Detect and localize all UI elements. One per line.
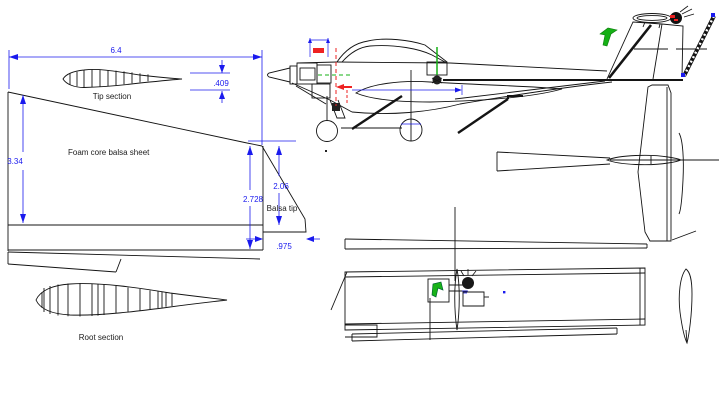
elevator-plan: [637, 84, 697, 242]
motor-icon: [460, 269, 477, 294]
root-chord-dimension-value: 3.34: [7, 157, 23, 166]
root-section-label: Root section: [79, 333, 123, 342]
reference-dot: [503, 291, 506, 294]
wing-plan-view: [7, 69, 307, 317]
fin-airfoil-section: [678, 268, 693, 345]
fin-and-rudder: [606, 21, 707, 80]
balsa-tip-label: Balsa tip: [267, 204, 298, 213]
foam-core-label: Foam core balsa sheet: [68, 148, 150, 157]
wing-planform-outline: [7, 91, 307, 251]
main-wheel: [399, 70, 423, 142]
motor-box: [296, 62, 332, 85]
trailing-edge-sticks: [7, 251, 261, 273]
balsa-tip-width-dimension: [246, 236, 320, 242]
chord-reference-line: [352, 85, 463, 95]
cg-marker: [336, 84, 352, 104]
propeller: [632, 5, 695, 29]
wing-side-section: [355, 81, 563, 103]
span-dimension-value: 6.4: [110, 46, 122, 55]
balsa-tip-height-dimension-value: 2.06: [273, 182, 289, 191]
nose-height-dimension: [308, 38, 330, 57]
wing-plan-dimensions: [8, 50, 320, 249]
servo-box: [427, 278, 470, 303]
nose-wheel: [316, 96, 340, 152]
tip-thickness-dimension: [190, 60, 230, 103]
tip-chord-dimension: [247, 146, 253, 249]
fuselage-plan: [330, 207, 646, 340]
balsa-tip-height-dimension: [248, 140, 296, 225]
rear-gear-strut: [457, 95, 523, 134]
balsa-strip-bottom: [351, 327, 618, 342]
tip-airfoil-section: [62, 69, 183, 88]
fuselage-side-view: [267, 5, 716, 152]
rotation-arrow-icon: [599, 27, 618, 47]
wing-servo: [426, 47, 448, 85]
root-chord-dimension: [20, 95, 26, 223]
servo-icon: [431, 281, 444, 298]
stabilizer-plan: [496, 151, 719, 172]
tip-thickness-dimension-value: .409: [213, 79, 229, 88]
side-view-annotations: [308, 27, 618, 106]
spinner: [267, 65, 298, 85]
receiver-box: [462, 291, 489, 307]
tiny-red-dimension-text: [313, 48, 324, 53]
balsa-strip-top: [344, 238, 648, 250]
carbon-rod: [681, 13, 716, 77]
root-airfoil-section: [35, 283, 228, 317]
tip-chord-dimension-value: 2.728: [243, 195, 264, 204]
main-gear-strut: [341, 94, 403, 131]
balsa-tip-width-dimension-value: .975: [276, 242, 292, 251]
tail-plan-view: [330, 84, 719, 345]
span-dimension: [8, 50, 263, 145]
tip-section-label: Tip section: [93, 92, 131, 101]
